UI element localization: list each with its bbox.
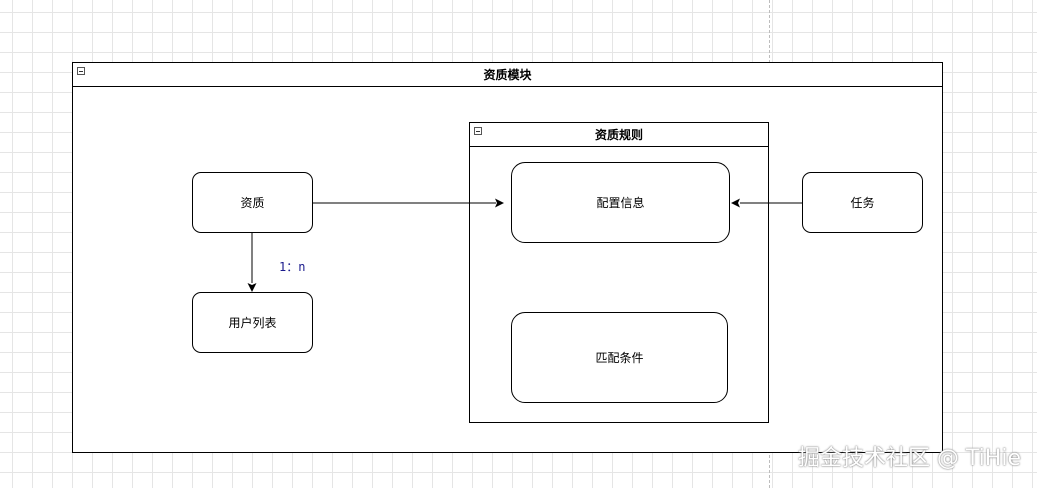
config-info-node[interactable]: 配置信息 <box>511 162 730 243</box>
collapse-icon[interactable] <box>77 67 85 75</box>
rules-container-title: 资质规则 <box>594 128 643 142</box>
collapse-icon[interactable] <box>474 127 482 135</box>
user-list-node-label: 用户列表 <box>228 316 277 330</box>
module-container-header[interactable]: 资质模块 <box>73 63 942 87</box>
user-list-node[interactable]: 用户列表 <box>192 292 313 353</box>
qualification-node-label: 资质 <box>240 196 265 210</box>
match-conditions-node-label: 匹配条件 <box>595 351 644 365</box>
module-container-title: 资质模块 <box>483 68 532 82</box>
config-info-node-label: 配置信息 <box>596 196 645 210</box>
task-node-label: 任务 <box>850 196 875 210</box>
qualification-node[interactable]: 资质 <box>192 172 313 233</box>
match-conditions-node[interactable]: 匹配条件 <box>511 312 728 403</box>
watermark: 掘金技术社区 @ TiHie <box>797 446 1021 471</box>
edge-label-one-to-many[interactable]: 1：n <box>279 260 306 274</box>
rules-container-header[interactable]: 资质规则 <box>470 123 768 147</box>
task-node[interactable]: 任务 <box>802 172 923 233</box>
